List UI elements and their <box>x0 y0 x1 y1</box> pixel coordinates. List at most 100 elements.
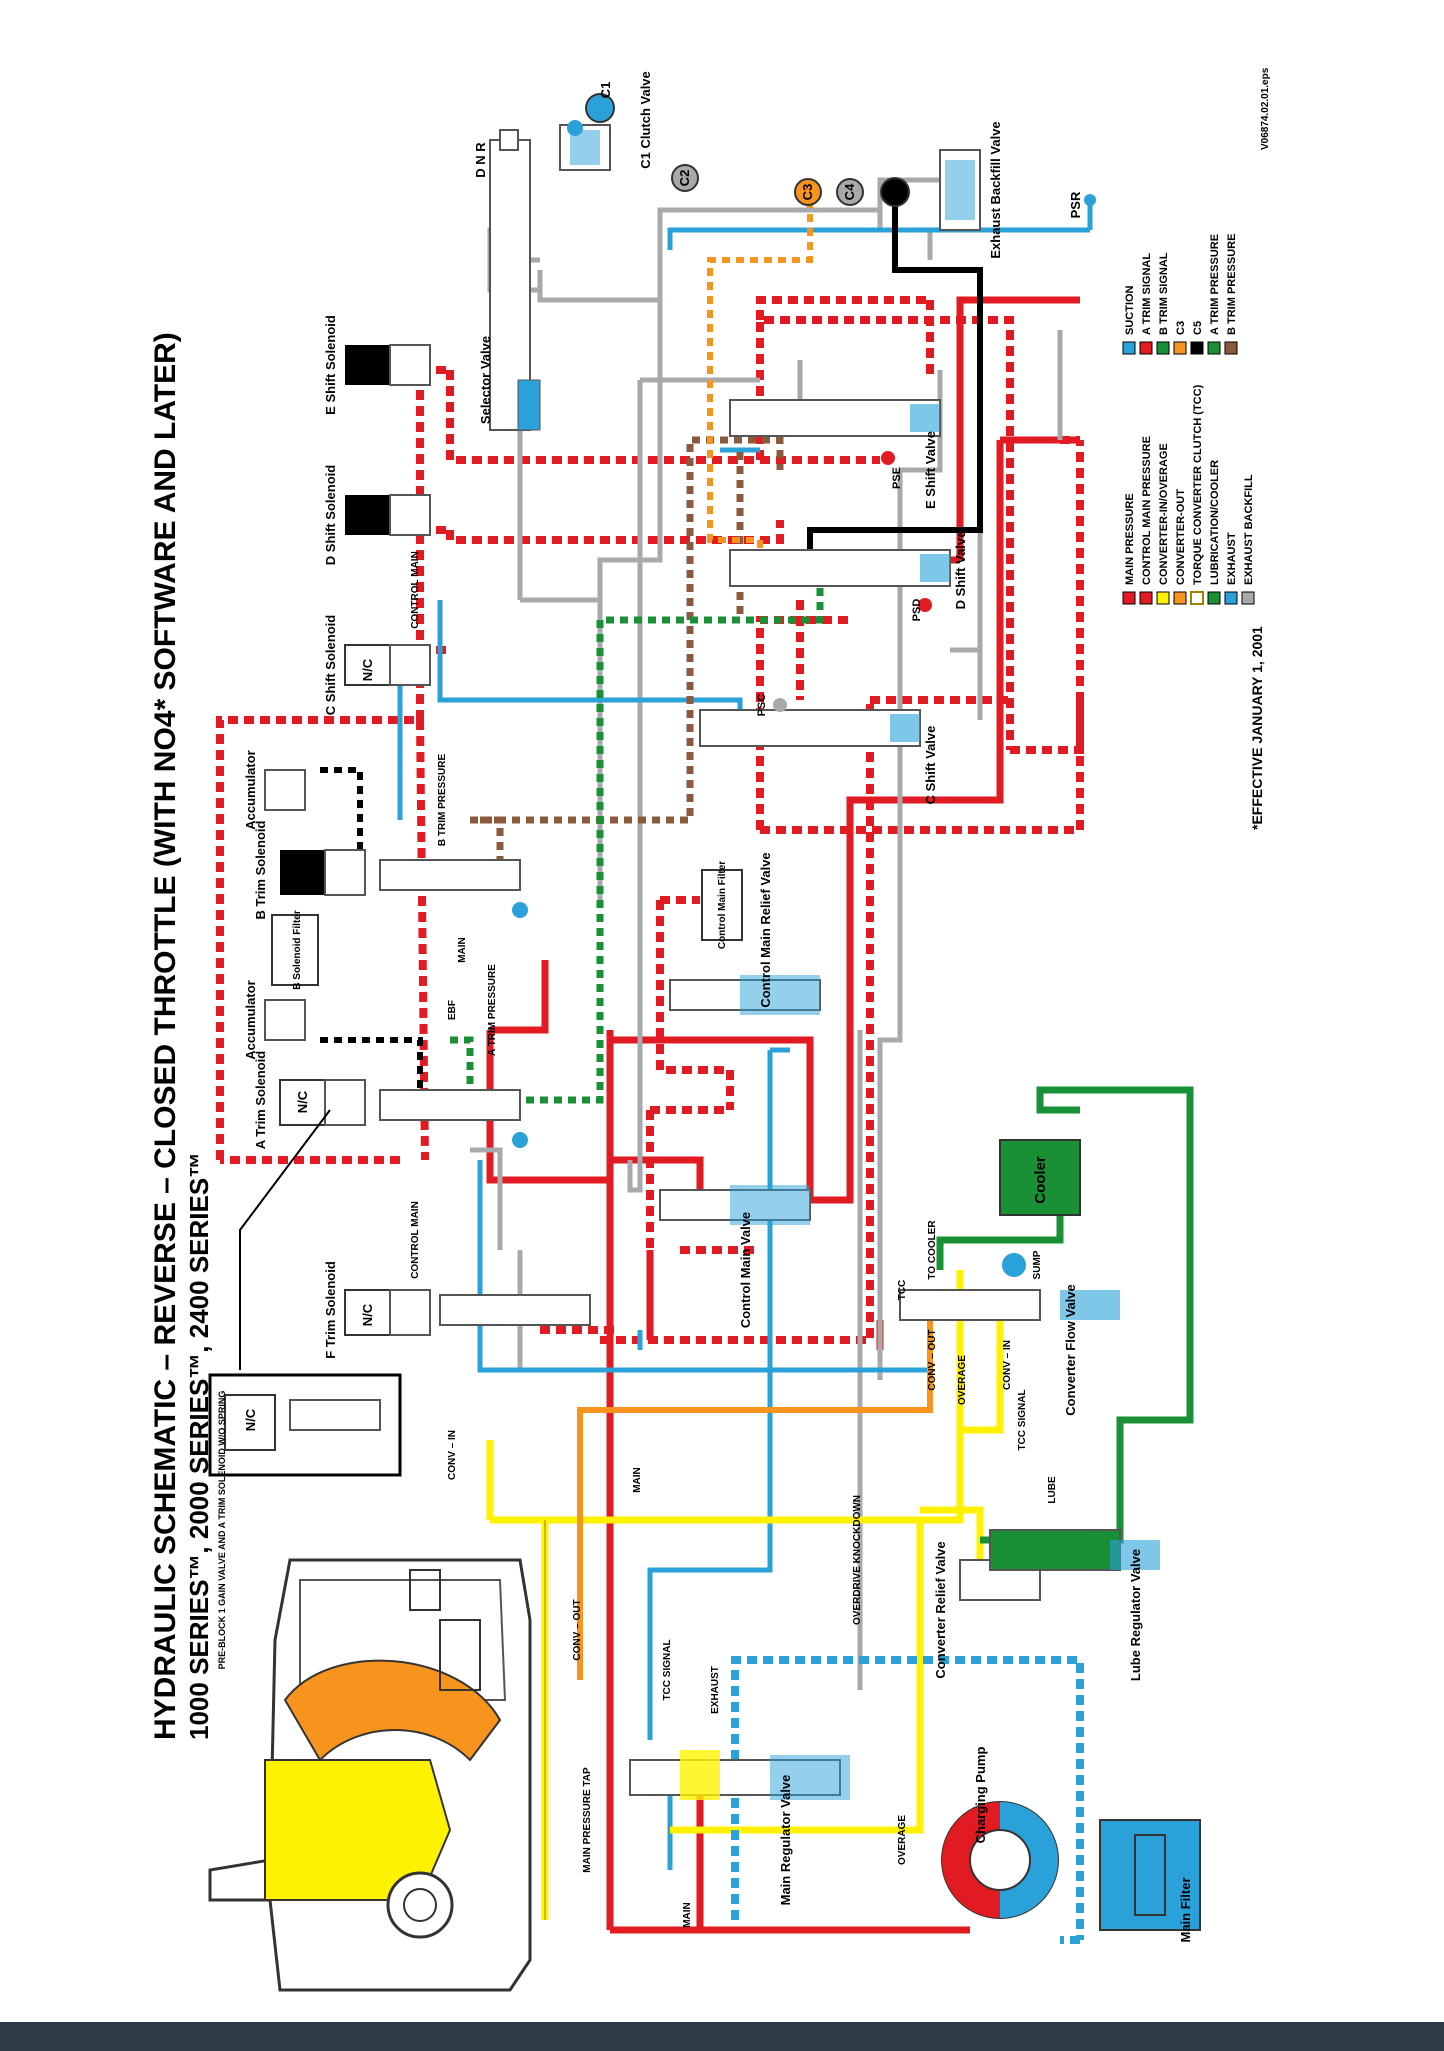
c5-label: C5 <box>887 184 902 201</box>
b-trim-pressure-lines <box>470 436 784 880</box>
c-shift-valve <box>699 698 921 747</box>
a-trim-valve <box>379 1089 528 1148</box>
file-reference: V06874.02.01.eps <box>1260 67 1271 150</box>
selector-valve-label: Selector Valve <box>478 336 493 424</box>
legend-main-pressure: MAIN PRESSURE <box>1124 493 1136 585</box>
c3-clutch-icon <box>794 178 822 206</box>
legend-tcc: TORQUE CONVERTER CLUTCH (TCC) <box>1192 384 1204 585</box>
main-label-lower: MAIN <box>632 1467 643 1493</box>
b-solenoid-filter <box>271 914 319 986</box>
legend-c3: C3 <box>1175 321 1187 335</box>
a-trim-solenoid <box>279 1079 366 1126</box>
e-shift-solenoid <box>345 344 431 386</box>
a-trim-solenoid-nc: N/C <box>295 1090 310 1113</box>
control-main-filter-label: Control Main Filter <box>717 861 728 949</box>
control-main-relief-valve <box>669 975 821 1015</box>
legend-converter-out: CONVERTER-OUT <box>1175 489 1187 585</box>
pse-label: PSE <box>891 467 903 489</box>
legend-right-swatches <box>1122 341 1238 355</box>
legend-b-trim-signal: B TRIM SIGNAL <box>1158 252 1170 335</box>
footer-bar <box>0 2022 1444 2051</box>
a-trim-pressure-label: A TRIM PRESSURE <box>487 964 498 1056</box>
tcc-signal-label-right: TCC SIGNAL <box>1017 1389 1028 1450</box>
legend-left-labels: MAIN PRESSURE CONTROL MAIN PRESSURE CONV… <box>1124 384 1255 585</box>
cooler <box>999 1139 1081 1216</box>
c5-clutch-icon <box>880 177 910 207</box>
c-shift-solenoid <box>344 644 431 686</box>
control-main-label-bottom: CONTROL MAIN <box>410 1201 421 1279</box>
c2-label: C2 <box>677 170 692 187</box>
legend-exhaust: EXHAUST <box>1226 532 1238 585</box>
d-shift-valve <box>729 549 951 612</box>
e-shift-valve-label: E Shift Valve <box>923 431 938 509</box>
d-shift-valve-label: D Shift Valve <box>953 531 968 610</box>
transmission-housing <box>208 1558 532 1992</box>
d-shift-solenoid-nc: N/C <box>360 508 375 531</box>
b-trim-solenoid <box>280 849 366 896</box>
conv-out-label-right: CONV – OUT <box>927 1329 938 1390</box>
b-trim-solenoid-no: N/O <box>295 860 310 883</box>
selector-valve <box>489 129 541 431</box>
main-filter <box>1099 1819 1201 1931</box>
tcc-label: TCC <box>897 1280 908 1301</box>
legend-suction: SUCTION <box>1124 285 1136 335</box>
main-filter-label: Main Filter <box>1178 1877 1193 1942</box>
converter-relief-valve-label: Converter Relief Valve <box>933 1541 948 1678</box>
c5-lines <box>807 190 983 580</box>
main-regulator-valve <box>629 1750 850 1800</box>
b-trim-valve <box>379 859 528 918</box>
c4-clutch-icon <box>836 178 864 206</box>
converter-out-lines <box>577 1290 933 1680</box>
legend-left-swatches <box>1122 591 1255 605</box>
legend-lubrication-cooler: LUBRICATION/COOLER <box>1209 460 1221 585</box>
lube-label: LUBE <box>1047 1476 1058 1504</box>
control-main-valve-label: Control Main Valve <box>738 1212 753 1328</box>
schematic-title: HYDRAULIC SCHEMATIC – REVERSE – CLOSED T… <box>149 332 182 1740</box>
d-shift-solenoid-label: D Shift Solenoid <box>323 465 338 565</box>
lube-regulator-valve-label: Lube Regulator Valve <box>1128 1549 1143 1681</box>
c1-label: C1 <box>598 82 613 99</box>
a-trim-pressure-lines <box>450 560 824 1104</box>
psr-label: PSR <box>1068 191 1083 218</box>
control-main-lines <box>216 296 1084 1344</box>
c3-lines <box>707 200 813 580</box>
charging-pump <box>941 1801 1059 1919</box>
e-shift-valve <box>729 399 941 465</box>
e-shift-solenoid-nc: N/C <box>360 358 375 381</box>
effective-note: *EFFECTIVE JANUARY 1, 2001 <box>1249 626 1265 830</box>
a-trim-signal-lines <box>320 767 423 1100</box>
psr-port-icon <box>1084 194 1096 206</box>
c1-clutch-valve <box>559 93 615 171</box>
control-main-valve <box>659 1185 811 1225</box>
cooler-label: Cooler <box>1032 1156 1049 1204</box>
to-cooler-label: TO COOLER <box>927 1220 938 1280</box>
lube-regulator-valve <box>989 1529 1160 1571</box>
legend-b-trim-pressure: B TRIM PRESSURE <box>1226 234 1238 335</box>
c-shift-solenoid-nc: N/C <box>360 658 375 681</box>
f-trim-solenoid-nc: N/C <box>360 1303 375 1326</box>
accumulator-bottom <box>264 999 306 1041</box>
legend-c5: C5 <box>1192 321 1204 335</box>
c2-clutch-icon <box>671 164 699 192</box>
b-solenoid-filter-label: B Solenoid Filter <box>292 910 303 990</box>
main-regulator-valve-label: Main Regulator Valve <box>778 1775 793 1906</box>
control-main-label-top: CONTROL MAIN <box>410 551 421 629</box>
main-label-bottom: MAIN <box>682 1902 693 1928</box>
conv-out-label-left: CONV – OUT <box>572 1599 583 1660</box>
converter-flow-valve <box>899 1253 1120 1321</box>
legend-control-main-pressure: CONTROL MAIN PRESSURE <box>1141 436 1153 585</box>
dnr-label: D N R <box>473 142 488 178</box>
sump-label: SUMP <box>1032 1250 1043 1279</box>
legend-right-labels: SUCTION A TRIM SIGNAL B TRIM SIGNAL C3 C… <box>1124 234 1238 335</box>
legend-a-trim-signal: A TRIM SIGNAL <box>1141 253 1153 335</box>
charging-pump-label: Charging Pump <box>973 1747 988 1844</box>
tcc-signal-label-left: TCC SIGNAL <box>662 1639 673 1700</box>
accumulator-top <box>264 769 306 811</box>
b-trim-solenoid-label: B Trim Solenoid <box>253 820 268 919</box>
c3-label: C3 <box>800 184 815 201</box>
legend-a-trim-pressure: A TRIM PRESSURE <box>1209 234 1221 335</box>
preblock-label: PRE-BLOCK 1 GAIN VALVE AND A TRIM SOLENO… <box>217 1391 227 1670</box>
exhaust-backfill-valve <box>939 149 981 231</box>
overdrive-knockdown-label: OVERDRIVE KNOCKDOWN <box>852 1495 863 1625</box>
